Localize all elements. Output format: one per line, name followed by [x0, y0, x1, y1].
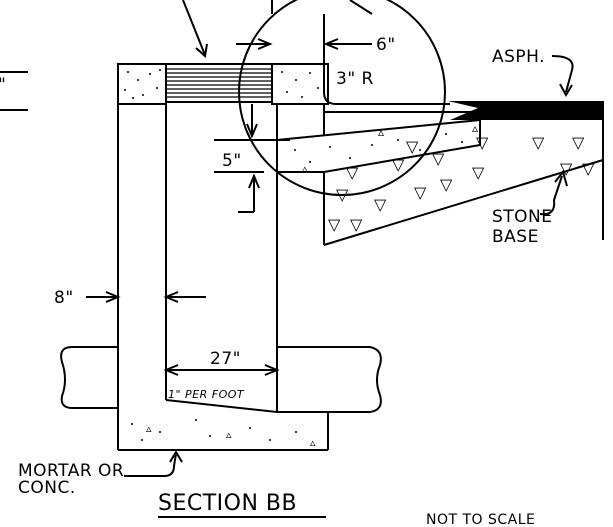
pipe-left — [60, 346, 119, 409]
left-edge-dimension: " — [0, 71, 28, 111]
dim-27: 27" — [163, 349, 280, 376]
svg-text:▽: ▽ — [532, 133, 545, 152]
svg-text:▵: ▵ — [378, 125, 385, 139]
svg-text:▽: ▽ — [374, 195, 387, 214]
svg-text:▽: ▽ — [476, 133, 489, 152]
svg-text:▽: ▽ — [350, 215, 363, 234]
svg-text:▽: ▽ — [328, 215, 341, 234]
asphalt-label: ASPH. — [492, 47, 545, 67]
asphalt-layer — [324, 101, 604, 240]
gutter-slab: ▵ ▵ ▵ — [276, 118, 481, 175]
dim-27-text: 27" — [210, 349, 241, 369]
svg-text:▽: ▽ — [572, 133, 585, 152]
svg-text:▵: ▵ — [226, 428, 232, 441]
svg-text:▵: ▵ — [146, 422, 152, 435]
scale-note: NOT TO SCALE — [426, 512, 535, 527]
svg-text:▽: ▽ — [560, 159, 573, 178]
detail-circle — [238, 0, 446, 196]
wall-top-concrete — [124, 69, 319, 99]
svg-text:▽: ▽ — [472, 163, 485, 182]
dim-6: 6" 3" R — [236, 35, 396, 89]
dim-8-text: 8" — [54, 288, 74, 308]
asphalt-callout: ASPH. — [492, 47, 574, 98]
svg-text:▽: ▽ — [414, 183, 427, 202]
dim-5: 5" — [214, 104, 290, 213]
svg-text:▽: ▽ — [392, 155, 405, 174]
section-title: SECTION BB — [158, 491, 326, 518]
mortar-callout: MORTAR OR CONC. — [18, 450, 183, 498]
curb — [272, 14, 450, 105]
dim-5-text: 5" — [222, 151, 242, 171]
mortar-label-1: MORTAR OR — [18, 461, 124, 481]
radius-text: 3" R — [336, 69, 374, 89]
svg-text:▽: ▽ — [432, 149, 445, 168]
invert-slope: 1" PER FOOT — [165, 388, 278, 413]
stone-base: ▽▽ ▽▽ ▽▽ ▽▽ ▽▽ ▽▽ ▽▽ ▽▽ — [323, 133, 604, 246]
dim-8: 8" — [54, 288, 206, 308]
stone-label-1: STONE — [492, 207, 553, 227]
slope-text: 1" PER FOOT — [168, 388, 245, 401]
svg-text:▵: ▵ — [302, 162, 308, 175]
svg-text:▽: ▽ — [440, 175, 453, 194]
pipe-right — [276, 346, 382, 413]
svg-text:▽: ▽ — [582, 159, 595, 178]
grate-leader — [182, 0, 208, 58]
mortar-label-2: CONC. — [18, 478, 76, 498]
base-slab: ▵ ▵ ▵ — [117, 408, 329, 451]
edge-mark-text: " — [0, 75, 6, 95]
detail-leader — [349, 0, 373, 15]
stone-base-callout: STONE BASE — [492, 169, 568, 247]
stone-label-2: BASE — [492, 227, 539, 247]
svg-text:▽: ▽ — [406, 137, 419, 156]
grate — [165, 63, 273, 103]
svg-text:▵: ▵ — [310, 436, 316, 449]
title-text: SECTION BB — [158, 491, 297, 516]
svg-text:▵: ▵ — [472, 121, 479, 135]
dim-6-text: 6" — [376, 35, 396, 55]
svg-text:▽: ▽ — [346, 163, 359, 182]
